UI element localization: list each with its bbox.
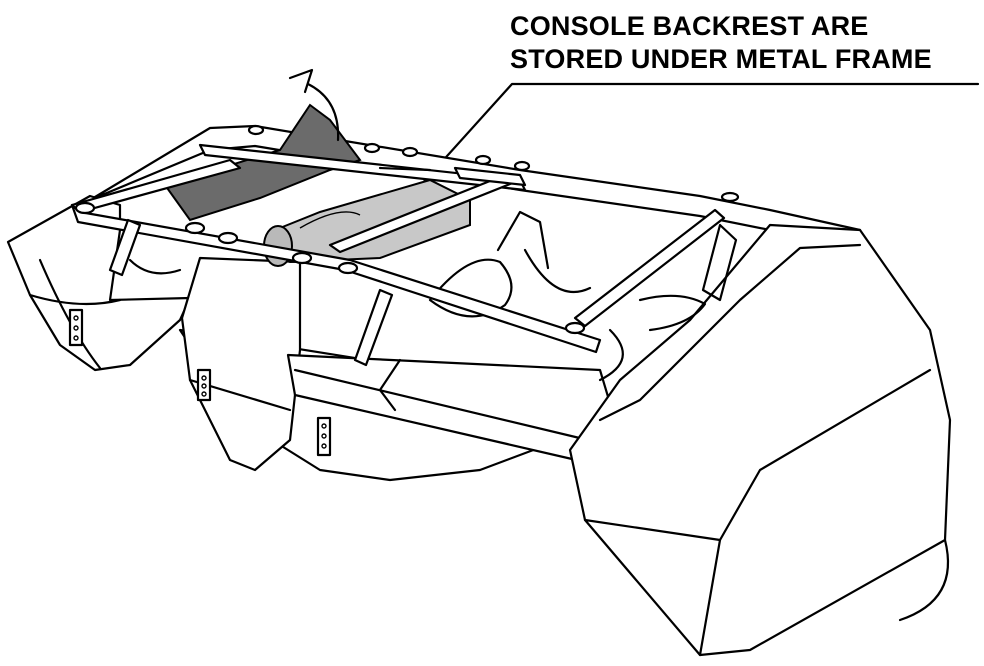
- console-right-end-shell: [568, 223, 952, 657]
- console-middle-panel: [180, 256, 302, 472]
- callout-leader-line: [418, 82, 980, 188]
- callout-line-2: STORED UNDER METAL FRAME: [510, 44, 932, 74]
- backrest-pad: [163, 103, 362, 222]
- callout-line-1: CONSOLE BACKREST ARE: [510, 11, 869, 41]
- lift-arrow-icon: [288, 68, 340, 142]
- frame-bolt-icons: [74, 124, 740, 335]
- callout-label: CONSOLE BACKREST ARE STORED UNDER METAL …: [510, 10, 980, 76]
- interior-wiring: [128, 210, 738, 412]
- metal-frame: [70, 143, 726, 354]
- support-brackets: [68, 218, 394, 457]
